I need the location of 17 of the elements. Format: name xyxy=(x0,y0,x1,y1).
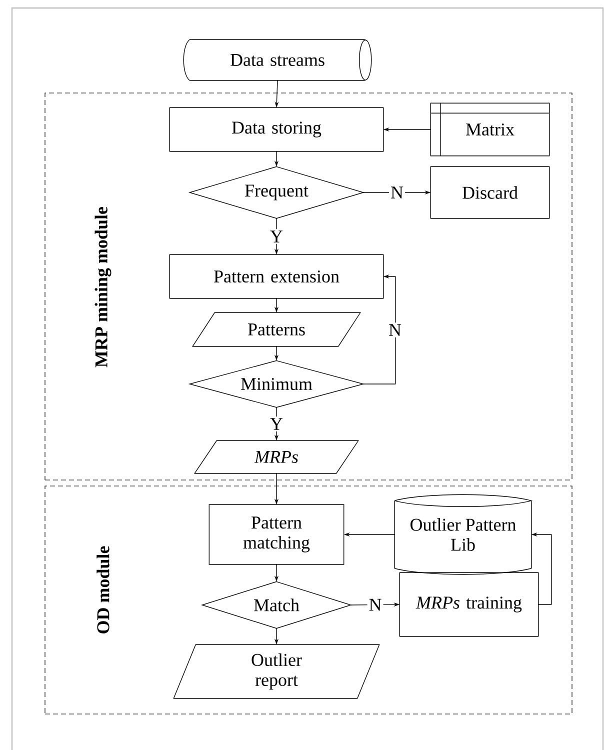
process-box: Pattern extension xyxy=(169,254,384,299)
data-parallelogram: MRPs xyxy=(194,440,360,474)
database-cylinder: Outlier Pattern Lib xyxy=(394,494,532,575)
edge-label: N xyxy=(367,597,384,612)
process-box: MRPs training xyxy=(399,572,539,637)
process-box: Data storing xyxy=(169,107,384,152)
edge-label: Y xyxy=(268,229,284,244)
node-label: Data streams xyxy=(230,54,324,66)
process-box: Discard xyxy=(430,166,550,219)
process-box: Pattern matching xyxy=(208,504,344,565)
data-parallelogram: Outlier report xyxy=(173,644,380,699)
edge-label: N xyxy=(389,185,405,200)
data-source-cylinder: Data streams xyxy=(183,39,372,81)
data-parallelogram: Patterns xyxy=(192,312,361,347)
edge-label: Y xyxy=(268,416,284,432)
edge-label: N xyxy=(387,322,403,338)
matrix-box: Matrix xyxy=(430,102,550,156)
